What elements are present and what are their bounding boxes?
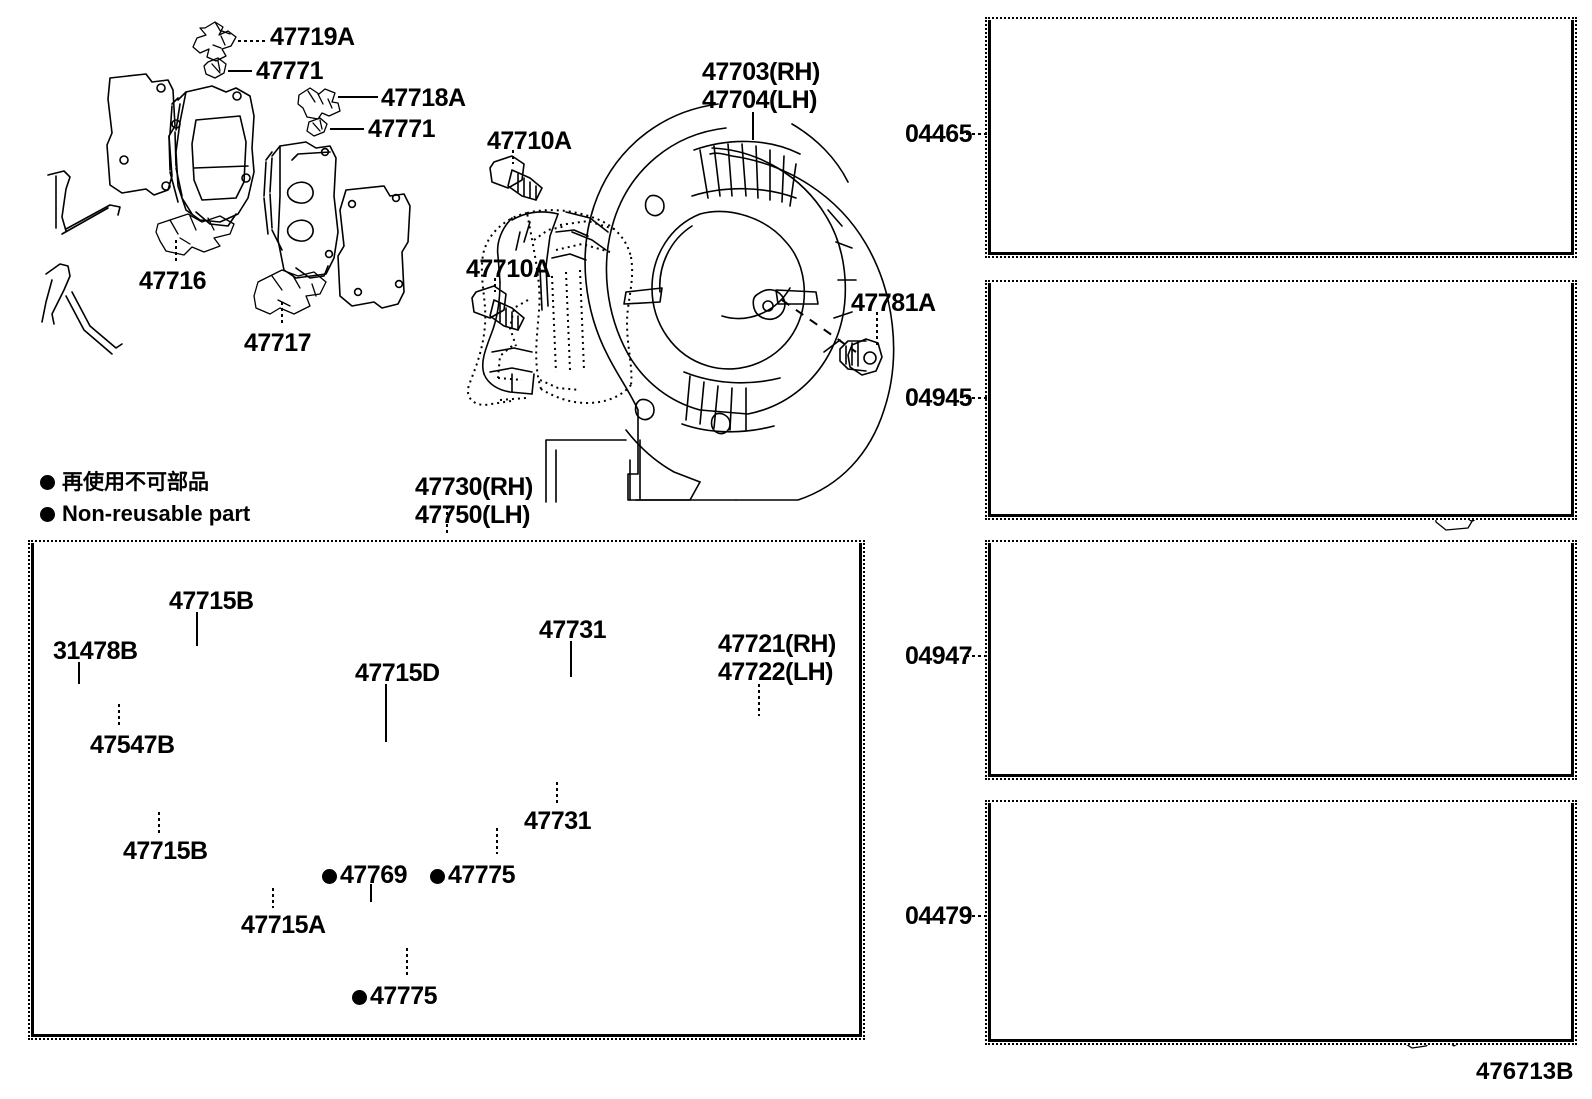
leader-31478b (78, 662, 80, 684)
leader-47715b-top (196, 612, 198, 646)
leader-47547b (118, 704, 120, 726)
part-label-47547b: 47547B (90, 731, 175, 759)
part-retaining-spring-lower (41, 263, 123, 355)
part-pad-backing-right (337, 185, 411, 309)
leader-47715d (385, 684, 387, 742)
leader-47716 (175, 240, 177, 264)
kit-box-04945 (985, 280, 1577, 520)
kit-label-04947: 04947 (905, 642, 973, 670)
legend-text-english: Non-reusable part (62, 500, 251, 526)
leader-47715a (272, 888, 274, 908)
label-line-rh: 47730(RH) (415, 473, 533, 501)
label-line-lh: 47704(LH) (702, 86, 817, 114)
leader-47721 (758, 684, 760, 716)
part-47771-clip-mid (306, 117, 328, 137)
part-47703-disc-cover (545, 103, 895, 503)
part-label-47710a-bot: 47710A (466, 255, 551, 283)
part-label-47716: 47716 (139, 267, 207, 295)
leader-47731-bot (556, 782, 558, 804)
non-reusable-bullet-icon (352, 990, 367, 1005)
non-reusable-bullet-icon (322, 869, 337, 884)
leader-47769 (370, 884, 372, 902)
label-line-lh: 47722(LH) (718, 658, 833, 686)
part-47716-shim (155, 213, 235, 256)
drawing-reference-number: 476713B (1476, 1058, 1574, 1085)
part-label-47731-top: 47731 (539, 616, 607, 644)
part-front-brake-pad (168, 85, 255, 223)
part-label-47721-47722: 47721(RH) 47722(LH) (718, 630, 836, 686)
part-rear-brake-pad (263, 141, 339, 279)
part-label-47781a: 47781A (851, 289, 936, 317)
part-label-47710a-top: 47710A (487, 127, 572, 155)
label-line-rh: 47721(RH) (718, 630, 836, 658)
legend-row-japanese: 再使用不可部品 (40, 466, 250, 498)
part-retaining-spring-upper (47, 170, 121, 235)
leader-kit-04947 (966, 655, 988, 657)
leader-47730 (446, 506, 448, 536)
part-47710a-bolt-upper (489, 155, 543, 201)
leader-47717 (281, 302, 283, 326)
leader-47719a (238, 40, 266, 42)
leader-47710a-bot (494, 278, 496, 292)
part-label-47715b-top: 47715B (169, 587, 254, 615)
kit-box-04947 (985, 540, 1577, 780)
part-label-47718a: 47718A (381, 84, 466, 112)
part-label-47775-right: 47775 (430, 862, 516, 889)
non-reusable-bullet-icon (40, 506, 55, 522)
part-label-47775-bottom: 47775 (352, 983, 438, 1010)
legend: 再使用不可部品 Non-reusable part (40, 466, 250, 530)
kit-box-04465 (985, 17, 1577, 258)
part-label-47731-bot: 47731 (524, 807, 592, 835)
leader-47771-mid (330, 128, 364, 130)
leader-47715b-bot (158, 812, 160, 834)
leader-47703 (752, 112, 754, 140)
non-reusable-bullet-icon (430, 869, 445, 884)
part-47771-clip-top (203, 57, 227, 79)
part-label-47703-47704: 47703(RH) 47704(LH) (702, 58, 820, 114)
part-label-47715a: 47715A (241, 911, 326, 939)
part-label-47715d: 47715D (355, 659, 440, 687)
part-label-47769: 47769 (322, 862, 408, 889)
part-47719a-clip (192, 21, 237, 62)
leader-47771-top (228, 70, 252, 72)
leader-kit-04465 (966, 133, 988, 135)
leader-kit-04945 (966, 397, 988, 399)
kit-label-04479: 04479 (905, 902, 973, 930)
caliper-assembly-box (28, 540, 865, 1040)
kit-box-04479 (985, 800, 1577, 1045)
leader-47710a-top (512, 150, 514, 164)
label-line-lh: 47750(LH) (415, 501, 530, 529)
part-front-brake-pad-tab (195, 211, 237, 227)
part-47718a-clip (297, 87, 341, 120)
part-label-47717: 47717 (244, 329, 312, 357)
label-line-rh: 47703(RH) (702, 58, 820, 86)
part-47781a-bolt (839, 338, 883, 376)
kit-label-04465: 04465 (905, 120, 973, 148)
leader-47781a (876, 312, 878, 346)
leader-47775-right (496, 828, 498, 854)
kit-label-04945: 04945 (905, 384, 973, 412)
leader-47731-top (570, 641, 572, 677)
part-label-47715b-bot: 47715B (123, 837, 208, 865)
part-pad-backing-left (106, 73, 181, 196)
part-label-47730-47750: 47730(RH) 47750(LH) (415, 473, 533, 529)
leader-kit-04479 (966, 915, 988, 917)
part-label-47719a: 47719A (270, 23, 355, 51)
part-label-47771-mid: 47771 (368, 115, 436, 143)
part-label-31478b: 31478B (53, 637, 138, 665)
part-47717-clip (253, 269, 327, 315)
non-reusable-bullet-icon (40, 475, 55, 490)
leader-47718a (338, 96, 378, 98)
leader-47775-bottom (406, 948, 408, 976)
legend-row-english: Non-reusable part (40, 498, 250, 530)
part-label-47771-top: 47771 (256, 57, 324, 85)
legend-text-japanese: 再使用不可部品 (62, 470, 209, 494)
